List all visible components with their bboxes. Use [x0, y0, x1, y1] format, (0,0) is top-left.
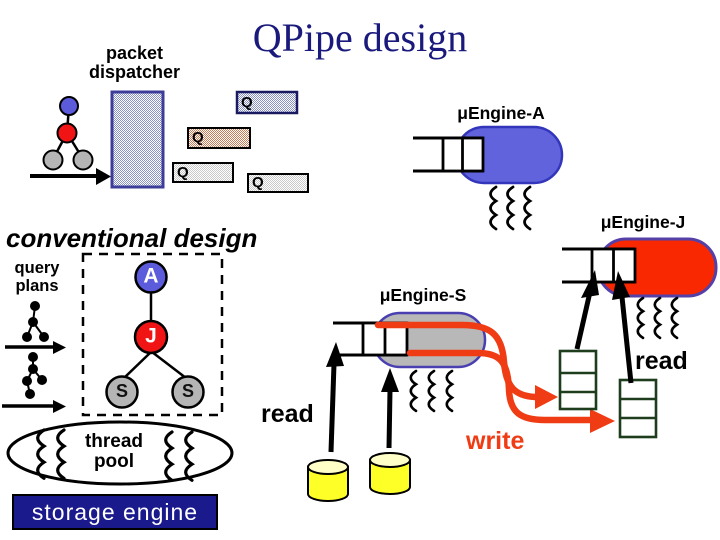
disk-cylinder-1 [307, 459, 349, 502]
incoming-plan-tree-icon [42, 96, 94, 171]
packet-dispatcher-label: packet dispatcher [62, 44, 207, 82]
read-arrow-to-engine-j-1 [574, 270, 599, 350]
packet-dispatcher-label-line1: packet [105, 43, 164, 63]
queue-box-2-label: Q [192, 129, 204, 146]
plan-submit-arrow-2 [2, 400, 66, 413]
engine-a-label: μEngine-A [457, 103, 545, 123]
disk-cylinder-2 [369, 452, 411, 495]
packet-dispatcher-label-line2: dispatcher [88, 62, 181, 82]
query-plans-label: query plans [4, 259, 70, 295]
engine-a-queue [413, 136, 485, 173]
queue-box-4 [247, 173, 309, 193]
slide-title: QPipe design [252, 15, 468, 60]
query-plans-label-line1: query [14, 259, 60, 277]
queue-box-1-label: Q [241, 94, 253, 111]
operator-a-label: A [143, 264, 159, 288]
engine-a-thread-squiggles-icon [489, 185, 532, 231]
engine-j-queue [562, 247, 637, 284]
operator-tree [105, 260, 205, 409]
read-label-left: read [261, 400, 314, 428]
thread-pool-label-line2: pool [93, 450, 135, 472]
queue-box-1 [235, 90, 299, 115]
operator-j-label: J [145, 324, 157, 348]
mini-query-plan-2 [22, 352, 47, 399]
queue-box-3-label: Q [177, 164, 189, 181]
engine-s-thread-squiggles-icon [409, 369, 454, 413]
queue-box-2 [187, 127, 251, 149]
storage-engine-box [12, 494, 218, 530]
buffer-table-1 [558, 349, 598, 411]
engine-s-label: μEngine-S [379, 285, 467, 305]
engine-s-queue [333, 321, 409, 357]
plan-submit-arrow-1 [5, 341, 66, 354]
read-arrow-to-engine-s-1 [326, 342, 344, 453]
engine-j-thread-squiggles-icon [636, 296, 679, 340]
read-arrow-to-engine-j-2 [612, 271, 634, 384]
query-plans-label-line2: plans [15, 276, 59, 295]
write-arrow-lower [406, 349, 615, 433]
engine-j-label: μEngine-J [600, 212, 686, 232]
buffer-table-2 [618, 378, 658, 439]
queue-box-3 [172, 162, 234, 183]
read-arrow-to-engine-s-2 [381, 368, 399, 449]
write-label: write [466, 427, 525, 455]
conventional-design-heading: conventional design [6, 223, 258, 253]
packet-dispatcher-block [110, 90, 165, 189]
dispatcher-input-arrow [30, 168, 111, 185]
storage-engine-label: storage engine [31, 499, 199, 525]
operator-s2-label: S [181, 381, 195, 402]
queue-box-4-label: Q [252, 174, 264, 191]
thread-pool-label: thread pool [64, 432, 164, 471]
read-label-right: read [635, 347, 688, 375]
query-plan-dashed-box [81, 252, 224, 417]
thread-pool-ellipse [6, 420, 234, 486]
thread-pool-label-line1: thread [84, 431, 144, 452]
operator-s1-label: S [115, 381, 129, 402]
mini-query-plan-1 [22, 301, 49, 342]
